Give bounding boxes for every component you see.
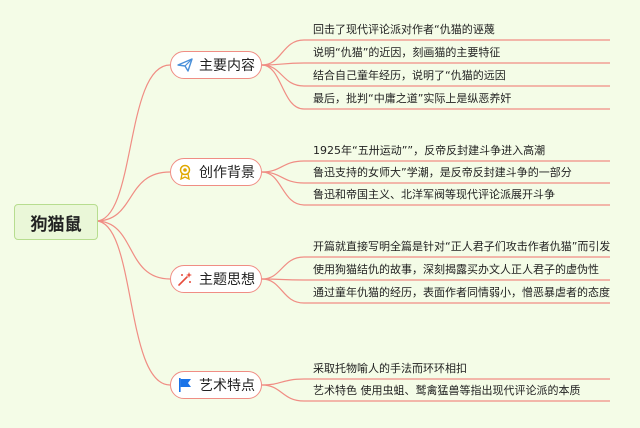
root-label: 狗猫鼠 [30,214,82,235]
topic-theme[interactable]: 主题思想 [170,265,262,293]
root-topic[interactable]: 狗猫鼠 [14,204,98,240]
leaf-item[interactable]: 通过童年仇猫的经历，表面作者同情弱小，憎恶暴虐者的态度 [313,286,610,299]
topic-to-leaf-link [261,160,610,173]
topic-to-leaf-link [261,278,610,304]
topic-to-leaf-link [261,378,610,386]
leaf-item[interactable]: 开篇就直接写明全篇是针对“正人君子们攻击作者仇猫”而引发 [313,240,611,253]
topic-label: 创作背景 [199,165,255,181]
leaf-item[interactable]: 鲁迅支持的女师大”学潮，是反帝反封建斗争的一部分 [313,166,572,179]
root-to-topic-link [95,171,171,222]
topic-to-leaf-link [261,64,610,110]
topic-label: 艺术特点 [199,378,255,394]
leaf-item[interactable]: 艺术特色 使用虫蛆、鹫禽猛兽等指出现代评论派的本质 [313,384,581,397]
topic-to-leaf-link [261,39,610,66]
leaf-item[interactable]: 采取托物喻人的手法而环环相扣 [313,362,467,375]
leaf-item[interactable]: 鲁迅和帝国主义、北洋军阀等现代评论派展开斗争 [313,188,555,201]
leaf-item[interactable]: 回击了现代评论派对作者“仇猫的诬蔑 [313,23,495,36]
root-to-topic-link [95,64,171,222]
leaf-item[interactable]: 最后，批判“中庸之道”实际上是纵恶养奸 [313,92,512,105]
flag-icon [177,377,193,393]
topic-label: 主要内容 [199,58,255,74]
root-to-topic-link [95,220,171,386]
topic-label: 主题思想 [199,272,255,288]
leaf-item[interactable]: 说明“仇猫”的近因，刻画猫的主要特征 [313,46,501,59]
topic-to-leaf-link [261,171,610,206]
topic-to-leaf-link [261,278,610,281]
sparkle-wand-icon [177,271,193,287]
leaf-item[interactable]: 使用狗猫结仇的故事，深刻揭露买办文人正人君子的虚伪性 [313,263,599,276]
leaf-item[interactable]: 结合自己童年经历，说明了“仇猫的远因 [313,69,506,82]
topic-main-content[interactable]: 主要内容 [170,51,262,79]
topic-to-leaf-link [261,384,610,402]
topic-to-leaf-link [261,256,610,280]
paper-plane-icon [177,57,193,73]
topic-to-leaf-link [261,62,610,66]
root-to-topic-link [95,220,171,280]
topic-art-features[interactable]: 艺术特点 [170,371,262,399]
topic-creation-background[interactable]: 创作背景 [170,158,262,186]
leaf-item[interactable]: 1925年“五卅运动””，反帝反封建斗争进入高潮 [313,144,546,157]
medal-icon [177,164,193,180]
